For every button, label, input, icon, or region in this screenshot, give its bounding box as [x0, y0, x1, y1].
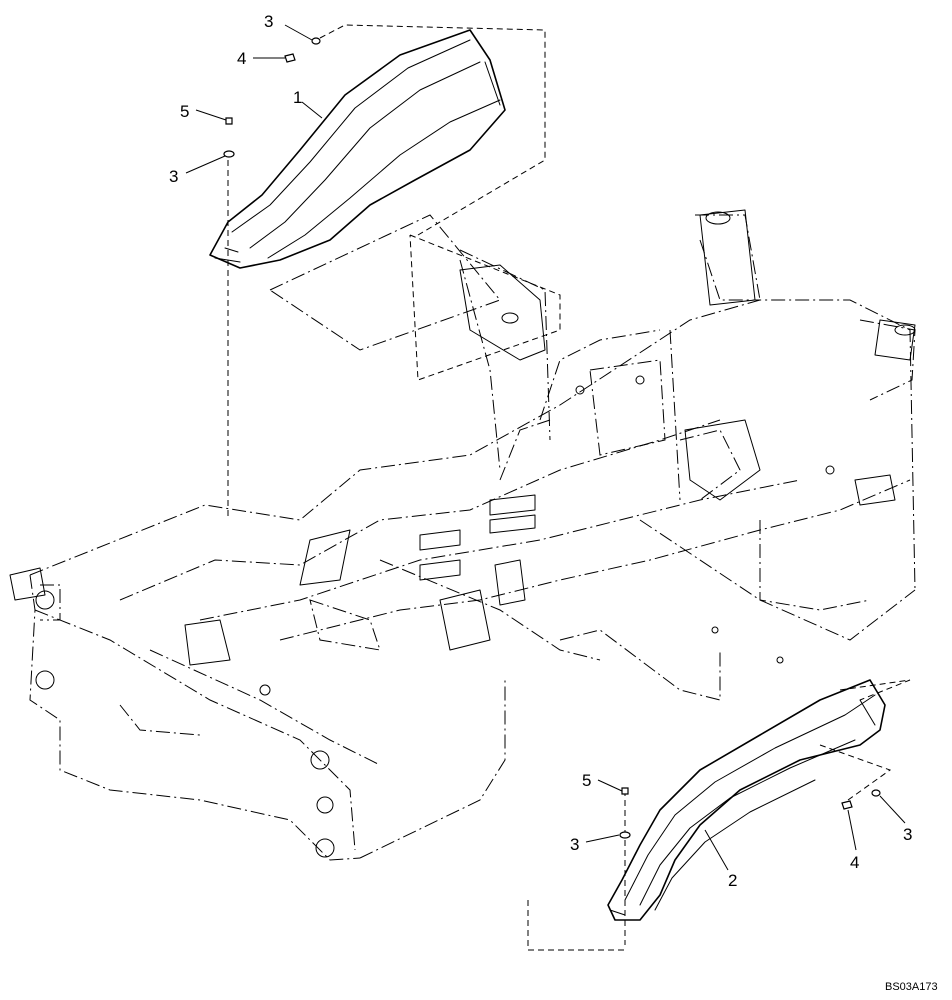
callout-2: 2	[728, 871, 737, 890]
callout-3-upper-left: 3	[169, 167, 178, 186]
leader-lines	[185, 24, 906, 871]
bolt-5a	[225, 117, 233, 125]
callout-1: 1	[293, 88, 302, 107]
callouts: 3 4 5 1 3 5 3 2 4 3	[169, 12, 912, 890]
callout-4-lower: 4	[850, 853, 859, 872]
frame-details	[9, 209, 916, 858]
nut-4a	[284, 53, 296, 63]
hardware-upper	[223, 37, 321, 158]
washer-3a	[311, 37, 321, 45]
callout-3-lower-right: 3	[903, 825, 912, 844]
callout-3-top: 3	[264, 12, 273, 31]
callout-5-lower: 5	[582, 771, 591, 790]
bolt-5b	[621, 787, 629, 795]
nut-4b	[841, 800, 853, 810]
hardware-lower	[619, 787, 881, 839]
washer-3c	[619, 831, 631, 839]
loader-frame	[29, 214, 916, 861]
callout-3-lower-left: 3	[570, 835, 579, 854]
washer-3b	[223, 150, 235, 158]
drawing-code: BS03A173	[885, 981, 938, 993]
washer-3d	[871, 789, 881, 797]
assembly-guides	[227, 24, 911, 951]
fender-1	[209, 29, 506, 269]
callout-5-top: 5	[180, 102, 189, 121]
callout-4-top: 4	[237, 49, 246, 68]
fender-2	[607, 679, 886, 921]
